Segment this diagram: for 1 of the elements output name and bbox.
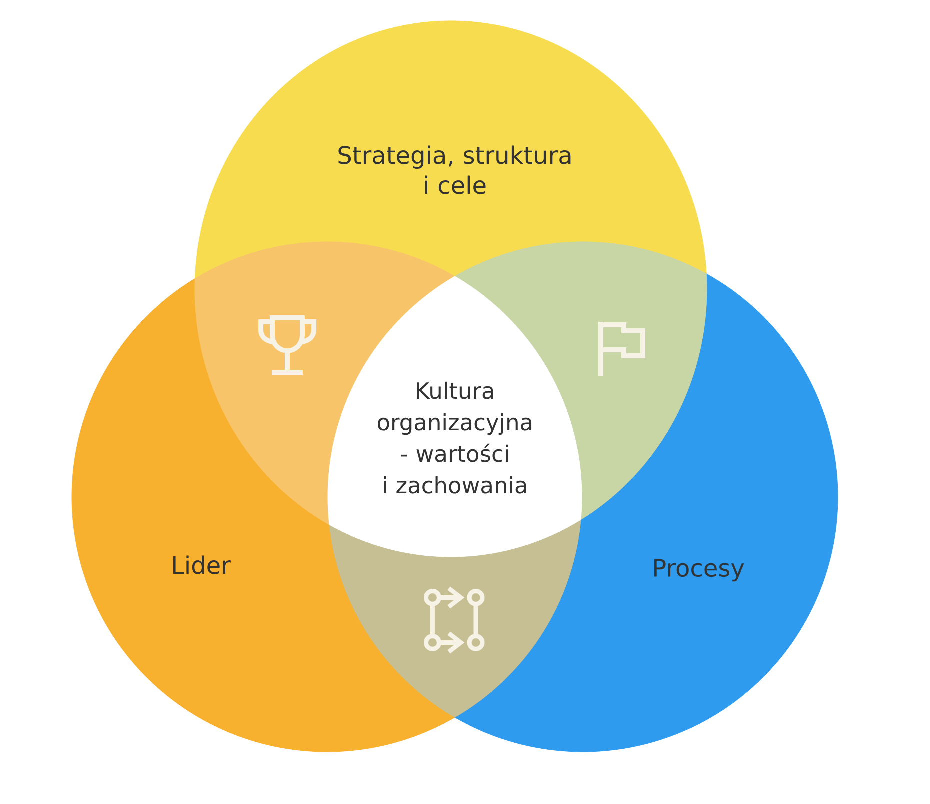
center-region: Kultura organizacyjna - wartości i zachowania [328,276,582,558]
